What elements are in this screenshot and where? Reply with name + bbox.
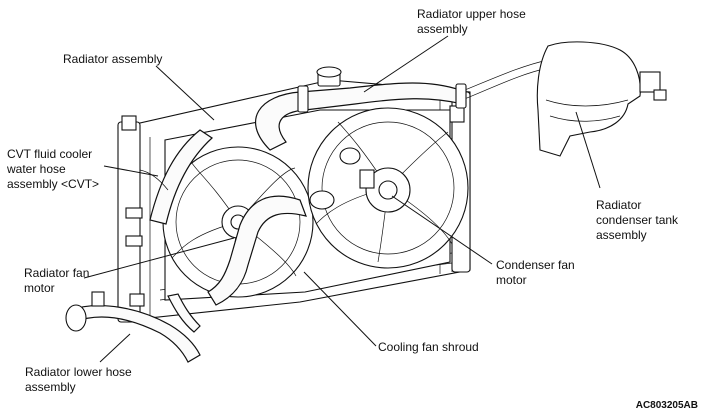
label-line: Radiator lower hose	[25, 365, 132, 379]
label-line: motor	[24, 281, 55, 295]
condenser-fan	[307, 107, 469, 269]
label-cvt-hose: CVT fluid cooler water hose assembly <CV…	[7, 147, 99, 192]
label-line: condenser tank	[596, 213, 679, 227]
label-line: Cooling fan shroud	[378, 340, 479, 354]
label-line: Radiator	[596, 198, 642, 212]
label-line: Radiator assembly	[63, 52, 163, 66]
label-radiator-assembly: Radiator assembly	[63, 52, 162, 67]
label-line: assembly <CVT>	[7, 177, 100, 191]
label-radiator-upper-hose: Radiator upper hose assembly	[417, 7, 526, 37]
cvt-hose	[139, 129, 213, 225]
label-line: Condenser fan	[496, 258, 575, 272]
condenser-tank	[536, 41, 667, 157]
label-radiator-condenser-tank: Radiator condenser tank assembly	[596, 198, 678, 243]
middle-hose	[207, 147, 361, 306]
label-line: motor	[496, 273, 527, 287]
label-line: Radiator upper hose	[417, 7, 526, 21]
label-line: assembly	[417, 22, 468, 36]
label-cooling-fan-shroud: Cooling fan shroud	[378, 340, 479, 355]
label-line: assembly	[596, 228, 647, 242]
figure-code: AC803205AB	[635, 400, 698, 411]
label-radiator-lower-hose: Radiator lower hose assembly	[25, 365, 132, 395]
radiator-cap	[316, 66, 342, 87]
label-line: Radiator fan	[24, 266, 90, 280]
label-condenser-fan-motor: Condenser fan motor	[496, 258, 575, 288]
lower-hose	[65, 291, 201, 363]
label-line: water hose	[7, 162, 66, 176]
label-line: assembly	[25, 380, 76, 394]
label-line: CVT fluid cooler	[7, 147, 93, 161]
label-radiator-fan-motor: Radiator fan motor	[24, 266, 89, 296]
leader-lines	[83, 35, 601, 363]
